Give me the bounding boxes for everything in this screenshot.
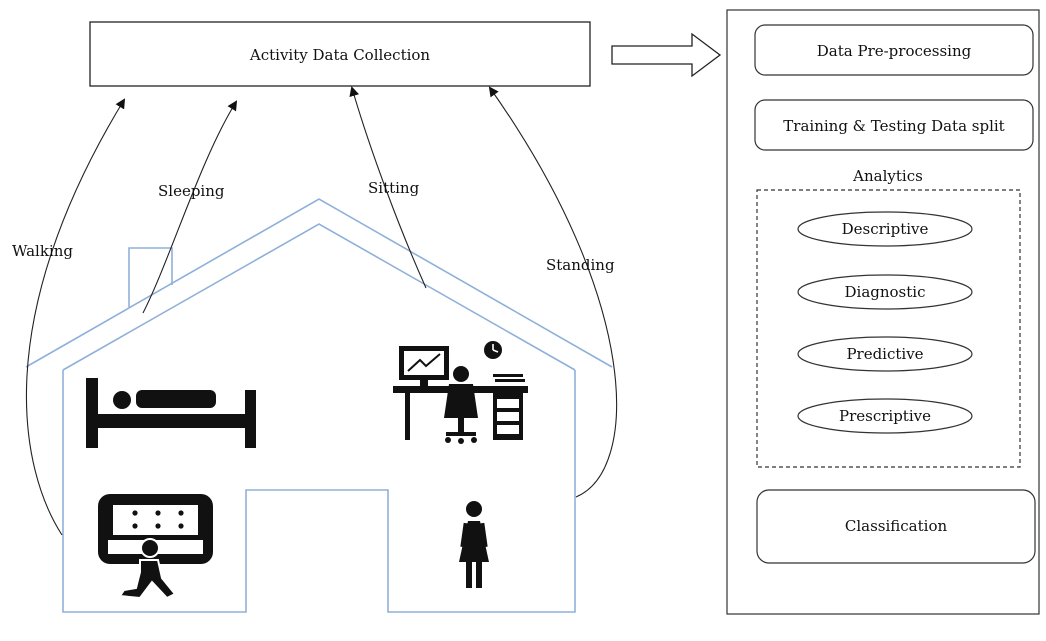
activity-data-collection-box: Activity Data Collection — [89, 21, 591, 87]
standing-label: Standing — [546, 256, 615, 274]
activity-arrows — [25, 86, 618, 536]
sitting-arrow — [349, 86, 427, 289]
preprocessing-box — [754, 24, 1034, 76]
sitting-label: Sitting — [368, 179, 420, 197]
analytics-item: Predictive — [846, 345, 923, 363]
walking-arrow — [25, 98, 126, 536]
analytics-item: Descriptive — [842, 220, 929, 238]
predictive-ellipse — [797, 336, 973, 372]
activity-data-collection-label: Activity Data Collection — [249, 46, 431, 64]
desk-computer-icon — [393, 346, 528, 444]
flow-arrow-icon — [611, 32, 722, 78]
analytics-dashed-box — [756, 189, 1021, 468]
prescriptive-ellipse — [797, 398, 973, 434]
classification-box — [756, 489, 1036, 564]
preprocessing-label: Data Pre-processing — [817, 42, 972, 60]
analytics-title: Analytics — [852, 167, 923, 185]
pipeline-panel: Data Pre-processing Training & Testing D… — [726, 9, 1040, 615]
house-outline — [25, 198, 613, 613]
walking-label: Walking — [12, 242, 73, 260]
clock-icon — [484, 341, 502, 359]
analytics-item: Diagnostic — [845, 283, 926, 301]
standing-woman-icon — [459, 501, 489, 588]
split-box — [754, 99, 1034, 151]
diagnostic-ellipse — [797, 274, 973, 310]
split-label: Training & Testing Data split — [783, 117, 1004, 135]
standing-arrow — [488, 86, 618, 498]
sleeping-label: Sleeping — [158, 182, 225, 200]
analytics-item: Prescriptive — [839, 407, 931, 425]
classification-label: Classification — [845, 517, 948, 535]
bed-icon — [86, 378, 256, 448]
sofa-running-person-icon — [98, 494, 213, 600]
sleeping-arrow — [142, 100, 238, 314]
descriptive-ellipse — [797, 211, 973, 247]
